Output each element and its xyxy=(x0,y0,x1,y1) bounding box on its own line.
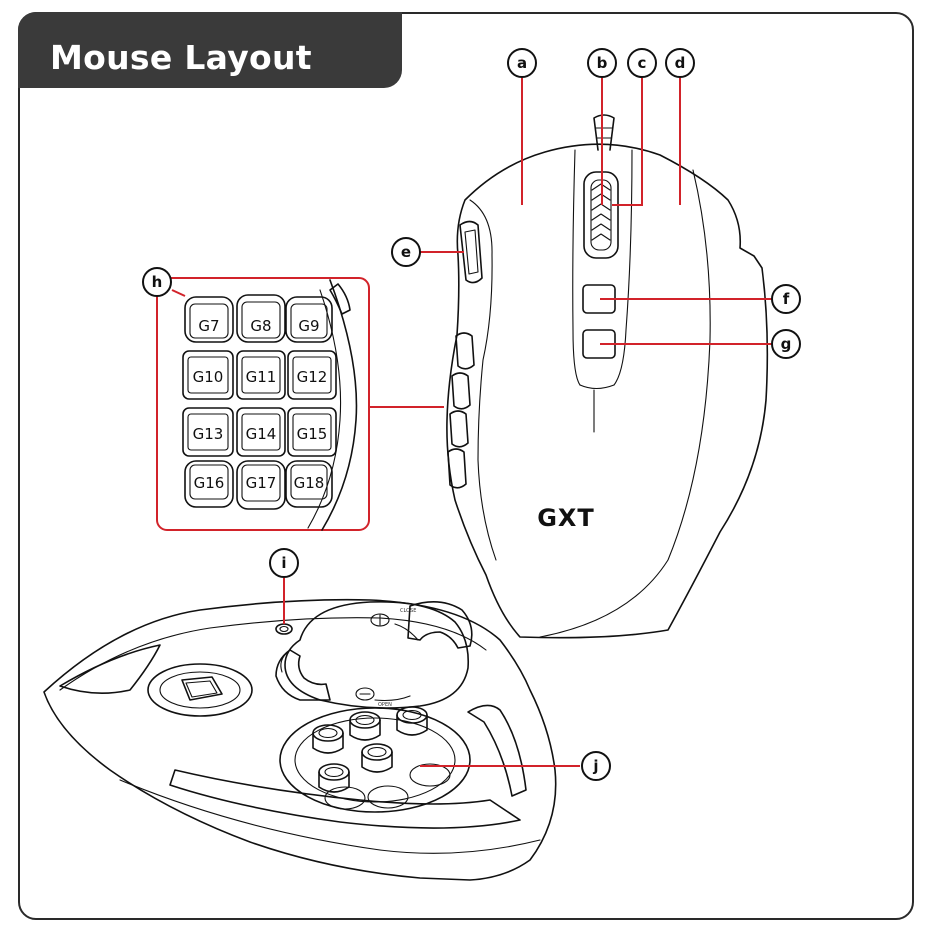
callout-b: b xyxy=(588,49,616,77)
gkey-g18: G18 xyxy=(286,461,332,507)
weight-slugs xyxy=(313,707,427,792)
mouse-side-seam xyxy=(470,200,496,560)
sensor-window xyxy=(148,664,252,716)
lid-arrow-open xyxy=(375,696,410,701)
mouse-right-seam xyxy=(540,170,710,637)
svg-text:G8: G8 xyxy=(250,317,271,335)
thumb-key-2 xyxy=(452,373,470,409)
svg-text:c: c xyxy=(638,54,647,72)
gkey-g8: G8 xyxy=(237,295,285,342)
mouse-logo: GXT xyxy=(537,504,595,532)
svg-text:b: b xyxy=(597,54,608,72)
lid-close-label: CLOSE xyxy=(400,608,416,614)
gkey-g11: G11 xyxy=(237,351,285,399)
svg-text:G16: G16 xyxy=(194,474,225,492)
svg-text:h: h xyxy=(152,273,163,291)
gkey-g15: G15 xyxy=(288,408,336,456)
bottom-foot-left xyxy=(60,645,160,693)
callout-a: a xyxy=(508,49,536,77)
mouse-cable-ridges xyxy=(596,128,612,138)
bottom-foot-right xyxy=(468,705,526,796)
svg-text:G13: G13 xyxy=(193,425,224,443)
weight-lid-hole xyxy=(276,624,292,634)
gkey-g12: G12 xyxy=(288,351,336,399)
svg-text:G7: G7 xyxy=(198,317,219,335)
callout-c: c xyxy=(628,49,656,77)
mouse-channel-bottom xyxy=(580,385,614,389)
leader-lines xyxy=(172,78,772,766)
svg-text:G9: G9 xyxy=(298,317,319,335)
svg-text:G10: G10 xyxy=(193,368,224,386)
callout-f: f xyxy=(772,285,800,313)
svg-text:G14: G14 xyxy=(246,425,277,443)
callout-i: i xyxy=(270,549,298,577)
gkey-g14: G14 xyxy=(237,408,285,456)
callout-d: d xyxy=(666,49,694,77)
gkey-g7: G7 xyxy=(185,297,233,342)
lid-arrow-close xyxy=(395,624,418,640)
keypad-zoom-frame xyxy=(157,278,369,530)
keypad-side-button xyxy=(330,284,350,314)
svg-text:G18: G18 xyxy=(294,474,325,492)
bottom-shell-outline xyxy=(44,600,556,880)
bottom-inner-rim xyxy=(60,618,486,690)
svg-text:e: e xyxy=(401,243,411,261)
weight-slug xyxy=(319,764,349,792)
thumb-key-1 xyxy=(456,333,474,369)
gkey-grid: G7 G8 G9 G10 xyxy=(183,295,336,509)
lid-open-label: OPEN xyxy=(378,702,392,708)
gkey-g13: G13 xyxy=(183,408,233,456)
svg-text:i: i xyxy=(281,554,286,572)
keypad-zoom: G7 G8 G9 G10 xyxy=(157,278,444,530)
callout-g: g xyxy=(772,330,800,358)
gkey-g17: G17 xyxy=(237,461,285,509)
mouse-top-view: GXT xyxy=(447,115,767,638)
weight-slug xyxy=(350,712,380,740)
callout-h: h xyxy=(143,268,171,296)
svg-text:d: d xyxy=(675,54,686,72)
gkey-g10: G10 xyxy=(183,351,233,399)
callout-e: e xyxy=(392,238,420,266)
svg-text:g: g xyxy=(781,335,792,353)
svg-text:a: a xyxy=(517,54,527,72)
weight-slug xyxy=(313,725,343,753)
gkey-g9: G9 xyxy=(286,297,332,342)
weight-slug xyxy=(362,744,392,772)
svg-text:G15: G15 xyxy=(297,425,328,443)
mouse-bottom-view xyxy=(44,600,556,880)
thumb-key-3 xyxy=(450,411,468,447)
leader-c xyxy=(612,78,642,205)
svg-text:G11: G11 xyxy=(246,368,277,386)
svg-text:f: f xyxy=(783,290,790,308)
svg-text:G12: G12 xyxy=(297,368,328,386)
lid-clip-right xyxy=(408,602,472,648)
svg-text:j: j xyxy=(592,757,598,775)
leader-h xyxy=(172,290,185,296)
callout-j: j xyxy=(582,752,610,780)
svg-text:G17: G17 xyxy=(246,474,277,492)
gkey-g16: G16 xyxy=(185,461,233,507)
